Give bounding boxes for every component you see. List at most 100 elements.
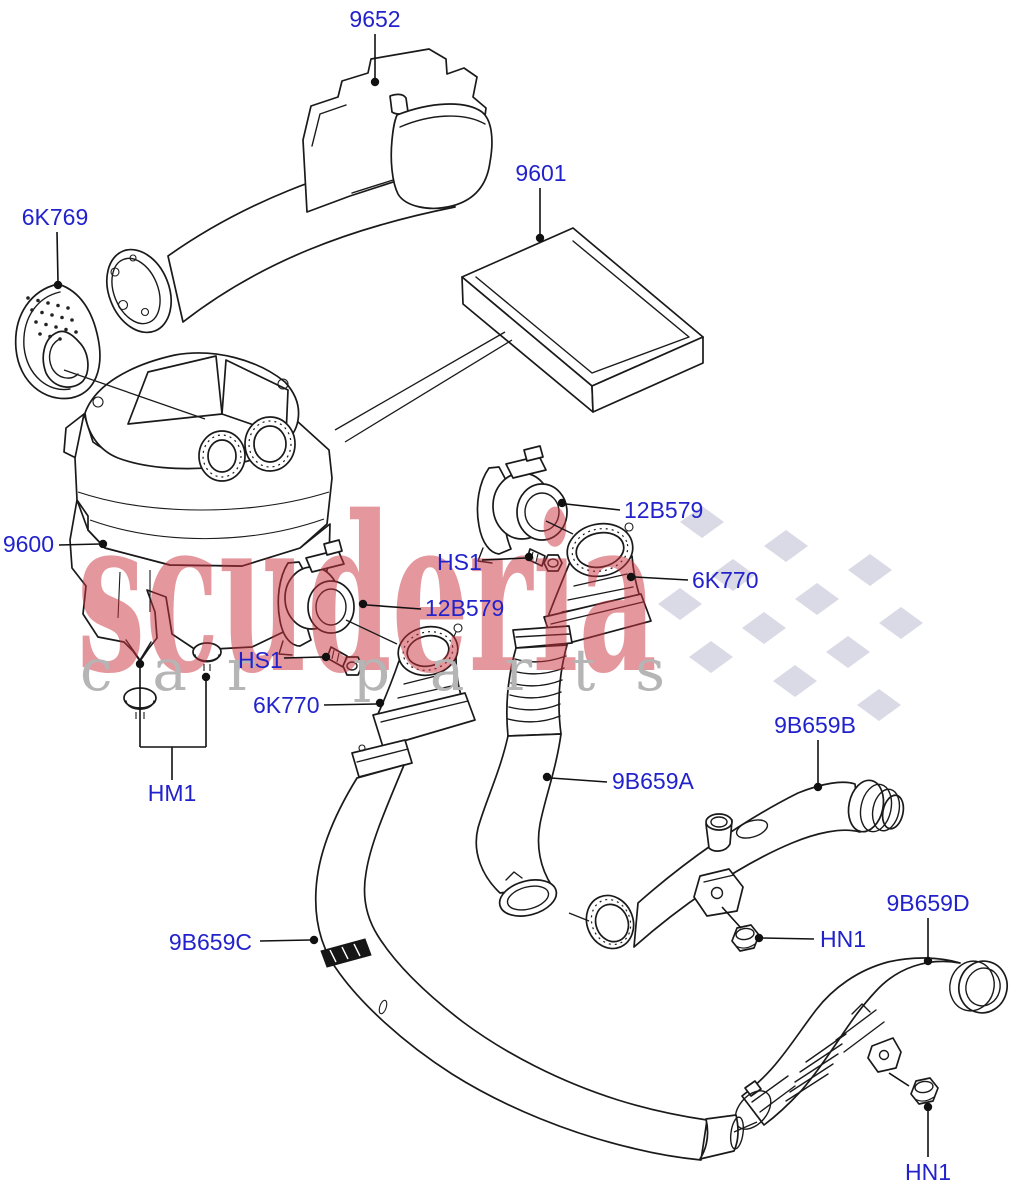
leader-line-6K769 xyxy=(56,231,59,283)
leader-dot-9B659C xyxy=(309,935,319,945)
label-group-6K769: 6K769 xyxy=(22,204,89,290)
perforation-dot xyxy=(26,296,30,300)
label-group-HN1-lower: HN1 xyxy=(888,1072,951,1185)
flag-square xyxy=(826,636,870,668)
perforation-dot xyxy=(56,303,60,308)
leader-line-HS1-upper xyxy=(481,557,527,561)
perforation-dot xyxy=(44,322,48,327)
leader-line-HN1-upper xyxy=(762,937,815,940)
part-9B659A-hose xyxy=(475,625,573,917)
perforation-dot xyxy=(54,325,58,329)
perforation-dot xyxy=(60,315,64,320)
label-group-9B659B: 9B659B xyxy=(774,712,856,792)
flag-square xyxy=(711,559,755,591)
part-12B579-maf-sensor-lower xyxy=(277,539,355,656)
part-label-9B659A[interactable]: 9B659A xyxy=(612,768,695,794)
leader-line-HS1-lower xyxy=(283,656,323,659)
part-9B659D-hose xyxy=(734,957,1008,1130)
label-group-6K770-lower: 6K770 xyxy=(253,692,385,718)
part-label-9B659C[interactable]: 9B659C xyxy=(169,929,252,955)
flag-square xyxy=(848,554,892,586)
leader-dot-9B659B xyxy=(813,782,823,792)
part-9B659C-hose xyxy=(314,739,745,1161)
flag-square xyxy=(764,530,808,562)
leader-dot-9600 xyxy=(98,539,108,549)
label-group-9B659D: 9B659D xyxy=(886,890,970,966)
leader-dot-9B659A xyxy=(542,772,552,782)
flag-square xyxy=(879,607,923,639)
label-group-HN1-upper: HN1 xyxy=(721,906,866,952)
label-group-12B579-upper: 12B579 xyxy=(557,497,703,523)
label-group-9652: 9652 xyxy=(349,6,401,87)
leader-line-HN1-lower xyxy=(888,1072,910,1087)
flag-square xyxy=(658,588,702,620)
part-label-6K770-upper[interactable]: 6K770 xyxy=(692,567,759,593)
perforation-dot xyxy=(30,308,34,312)
assembly-line-6 xyxy=(733,1121,758,1133)
leader-dot-9B659D xyxy=(923,956,933,966)
assembly-lines xyxy=(63,331,758,1133)
perforation-dot xyxy=(46,301,50,305)
part-6K770-elbow-lower xyxy=(372,623,476,748)
label-group-12B579-lower: 12B579 xyxy=(358,595,504,621)
part-label-HS1-lower[interactable]: HS1 xyxy=(238,647,283,673)
leader-line-9600 xyxy=(58,543,101,546)
perforation-dot xyxy=(34,320,38,324)
part-label-9601[interactable]: 9601 xyxy=(515,160,566,186)
part-label-HN1-lower[interactable]: HN1 xyxy=(905,1159,951,1185)
perforation-dot xyxy=(38,332,42,336)
part-labels: 96526K7699601960012B579HS16K77012B579HS1… xyxy=(3,6,970,1185)
assembly-line-2 xyxy=(63,369,206,420)
leader-dot-6K770-lower xyxy=(375,698,385,708)
leader-dot-HN1-upper xyxy=(754,933,764,943)
part-label-HS1-upper[interactable]: HS1 xyxy=(437,549,482,575)
label-group-HS1-lower: HS1 xyxy=(238,647,331,673)
label-group-HM1: HM1 xyxy=(135,659,211,806)
part-label-9652[interactable]: 9652 xyxy=(349,6,400,32)
leader-line-6K770-lower xyxy=(323,703,377,706)
perforation-dots xyxy=(26,296,78,341)
leader-dot-HM1 xyxy=(201,672,211,682)
assembly-line-4 xyxy=(345,619,398,645)
leader-line-6K770-upper xyxy=(634,576,689,581)
leader-line-12B579-upper xyxy=(565,503,621,511)
part-label-9600[interactable]: 9600 xyxy=(3,531,54,557)
part-HM1-grommets xyxy=(123,642,222,719)
flag-square xyxy=(680,506,724,538)
tagline-watermark: car parts xyxy=(80,636,665,704)
leader-line-HN1-upper xyxy=(721,906,742,929)
assembly-line-1 xyxy=(344,339,513,443)
label-group-9600: 9600 xyxy=(3,531,108,557)
part-9601-air-filter xyxy=(461,227,704,413)
part-HS1-screw-lower xyxy=(326,646,363,676)
part-label-HM1[interactable]: HM1 xyxy=(148,780,197,806)
perforation-dot xyxy=(50,313,54,317)
part-label-6K770-lower[interactable]: 6K770 xyxy=(253,692,320,718)
leader-dot-6K769 xyxy=(53,280,63,290)
part-label-9B659B[interactable]: 9B659B xyxy=(774,712,856,738)
part-label-HN1-upper[interactable]: HN1 xyxy=(820,926,866,952)
label-group-6K770-upper: 6K770 xyxy=(626,567,759,593)
perforation-dot xyxy=(70,318,74,322)
leader-line-12B579-lower xyxy=(366,604,422,610)
part-HN1-nut-lower xyxy=(910,1077,939,1105)
part-label-12B579-lower[interactable]: 12B579 xyxy=(425,595,504,621)
part-label-12B579-upper[interactable]: 12B579 xyxy=(624,497,703,523)
parts-line-art xyxy=(14,48,1008,1161)
part-9652-intake-duct xyxy=(106,48,493,334)
leader-dot-9652 xyxy=(370,77,380,87)
leader-line-9B659C xyxy=(259,939,311,942)
leader-dot-HS1-lower xyxy=(321,652,331,662)
perforation-dot xyxy=(48,334,52,339)
flag-square xyxy=(795,583,839,615)
perforation-dot xyxy=(66,306,70,310)
part-label-6K769[interactable]: 6K769 xyxy=(22,204,89,230)
leader-dot-HN1-lower xyxy=(923,1102,933,1112)
part-HS1-screw-upper xyxy=(526,548,563,572)
perforation-dot xyxy=(40,310,44,315)
part-label-9B659D[interactable]: 9B659D xyxy=(886,890,969,916)
assembly-line-3 xyxy=(545,520,574,535)
assembly-line-0 xyxy=(334,331,506,431)
label-group-HS1-upper: HS1 xyxy=(437,549,534,575)
